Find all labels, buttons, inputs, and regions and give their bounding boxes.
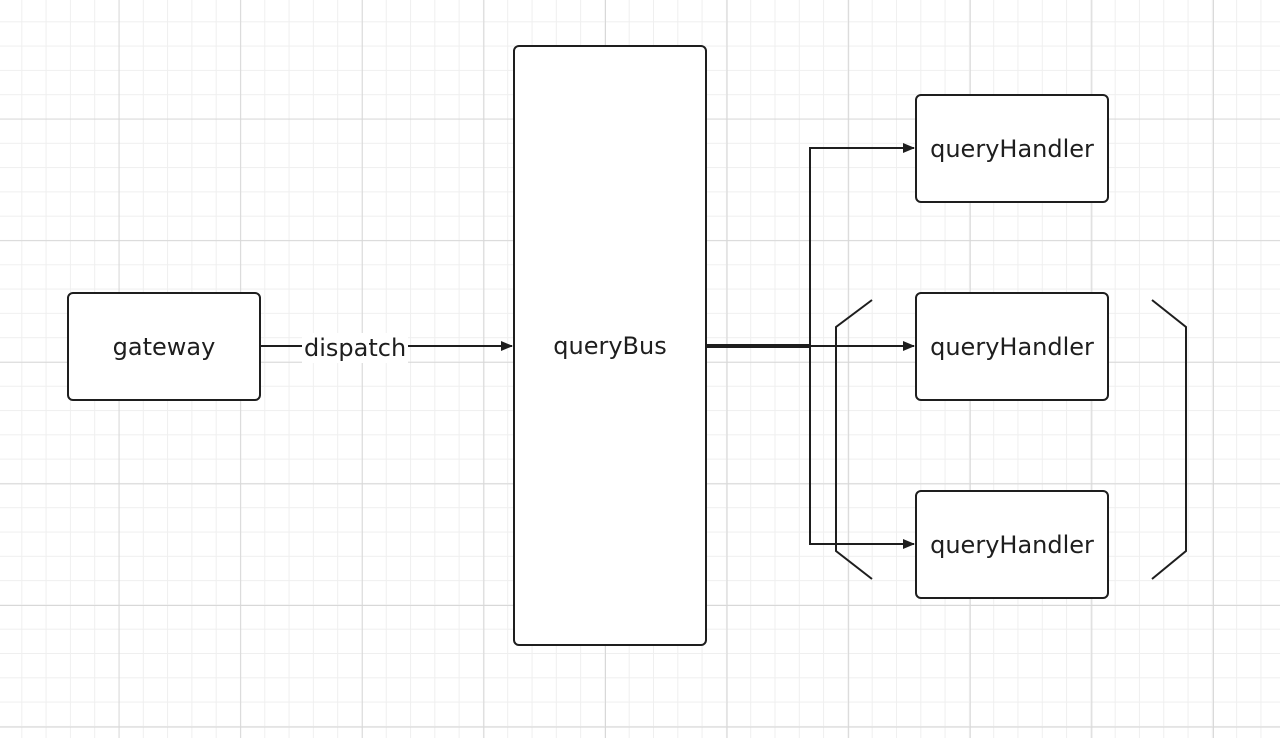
query-handler-label-1: queryHandler [930, 134, 1094, 163]
query-handler-node-1[interactable]: queryHandler [915, 94, 1109, 203]
querybus-node[interactable]: queryBus [513, 45, 707, 646]
dispatch-edge-label: dispatch [302, 333, 409, 363]
edge-querybus-to-handler-1[interactable] [707, 143, 915, 346]
query-handler-node-2[interactable]: queryHandler [915, 292, 1109, 401]
query-handler-label-2: queryHandler [930, 332, 1094, 361]
edge-querybus-to-handler-3[interactable] [707, 346, 915, 549]
right-bracket[interactable] [1151, 299, 1187, 580]
gateway-label: gateway [112, 332, 216, 361]
left-bracket[interactable] [835, 299, 873, 580]
querybus-label: queryBus [553, 331, 667, 360]
query-handler-node-3[interactable]: queryHandler [915, 490, 1109, 599]
gateway-node[interactable]: gateway [67, 292, 261, 401]
query-handler-label-3: queryHandler [930, 530, 1094, 559]
